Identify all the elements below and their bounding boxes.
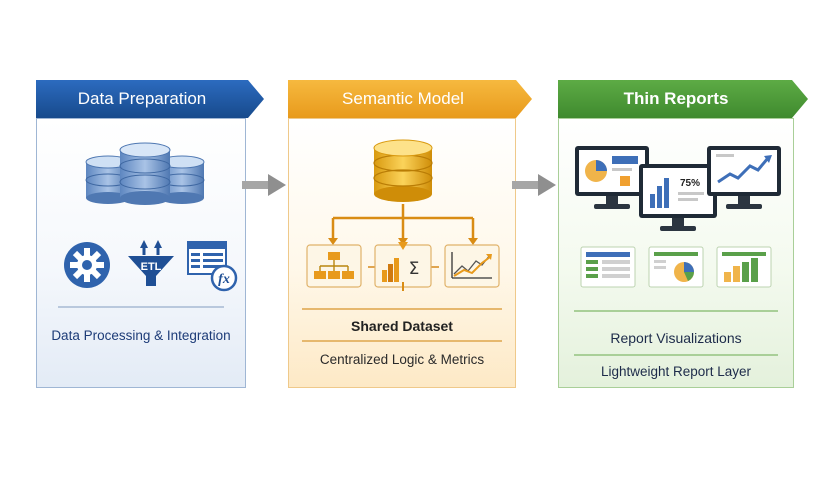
divider xyxy=(302,308,502,310)
sum-chart-icon: Σ xyxy=(374,242,432,291)
divider xyxy=(58,306,224,308)
thin-reports-panel: Thin Reports 75% xyxy=(558,80,808,388)
connector-lines xyxy=(328,204,478,245)
panel-caption: Data Processing & Integration xyxy=(51,328,231,343)
divider xyxy=(574,310,778,312)
sum-label: Σ xyxy=(409,259,420,279)
etl-label: ETL xyxy=(141,261,162,273)
semantic-model-panel: Semantic Model xyxy=(288,80,532,388)
banner-arrow-shape xyxy=(288,80,532,118)
report-card-pie-icon xyxy=(648,246,704,288)
flow-arrow-icon xyxy=(512,174,556,196)
dash xyxy=(368,266,378,268)
database-cluster-icon xyxy=(85,142,205,205)
panel-title: Thin Reports xyxy=(623,89,729,108)
banner-arrow-shape xyxy=(36,80,264,118)
gear-icon xyxy=(64,242,110,288)
report-card-table-icon xyxy=(580,246,636,288)
dash xyxy=(429,266,439,268)
report-card-bar-icon xyxy=(716,246,772,288)
divider xyxy=(302,340,502,342)
formula-label: fx xyxy=(218,272,230,287)
panel-caption: Lightweight Report Layer xyxy=(600,364,752,379)
monitor-pie-icon xyxy=(575,146,649,209)
divider xyxy=(574,354,778,356)
kpi-label: 75% xyxy=(680,178,700,189)
banner-arrow-shape xyxy=(558,80,808,118)
table-formula-icon: fx xyxy=(187,241,238,292)
database-icon xyxy=(373,139,433,202)
monitor-bar-icon: 75% xyxy=(639,164,717,231)
panel-title: Data Preparation xyxy=(77,89,207,108)
panel-title: Semantic Model xyxy=(342,89,464,108)
etl-funnel-icon: ETL xyxy=(128,240,174,286)
flow-arrow-icon xyxy=(242,174,286,196)
panel-caption-strong: Shared Dataset xyxy=(351,318,453,334)
data-preparation-panel: Data Preparation xyxy=(36,80,264,388)
panel-caption-strong: Report Visualizations xyxy=(610,330,742,346)
monitor-trend-icon xyxy=(707,146,781,209)
trend-chart-icon xyxy=(444,244,500,288)
panel-caption: Centralized Logic & Metrics xyxy=(319,352,485,367)
hierarchy-icon xyxy=(306,244,362,288)
